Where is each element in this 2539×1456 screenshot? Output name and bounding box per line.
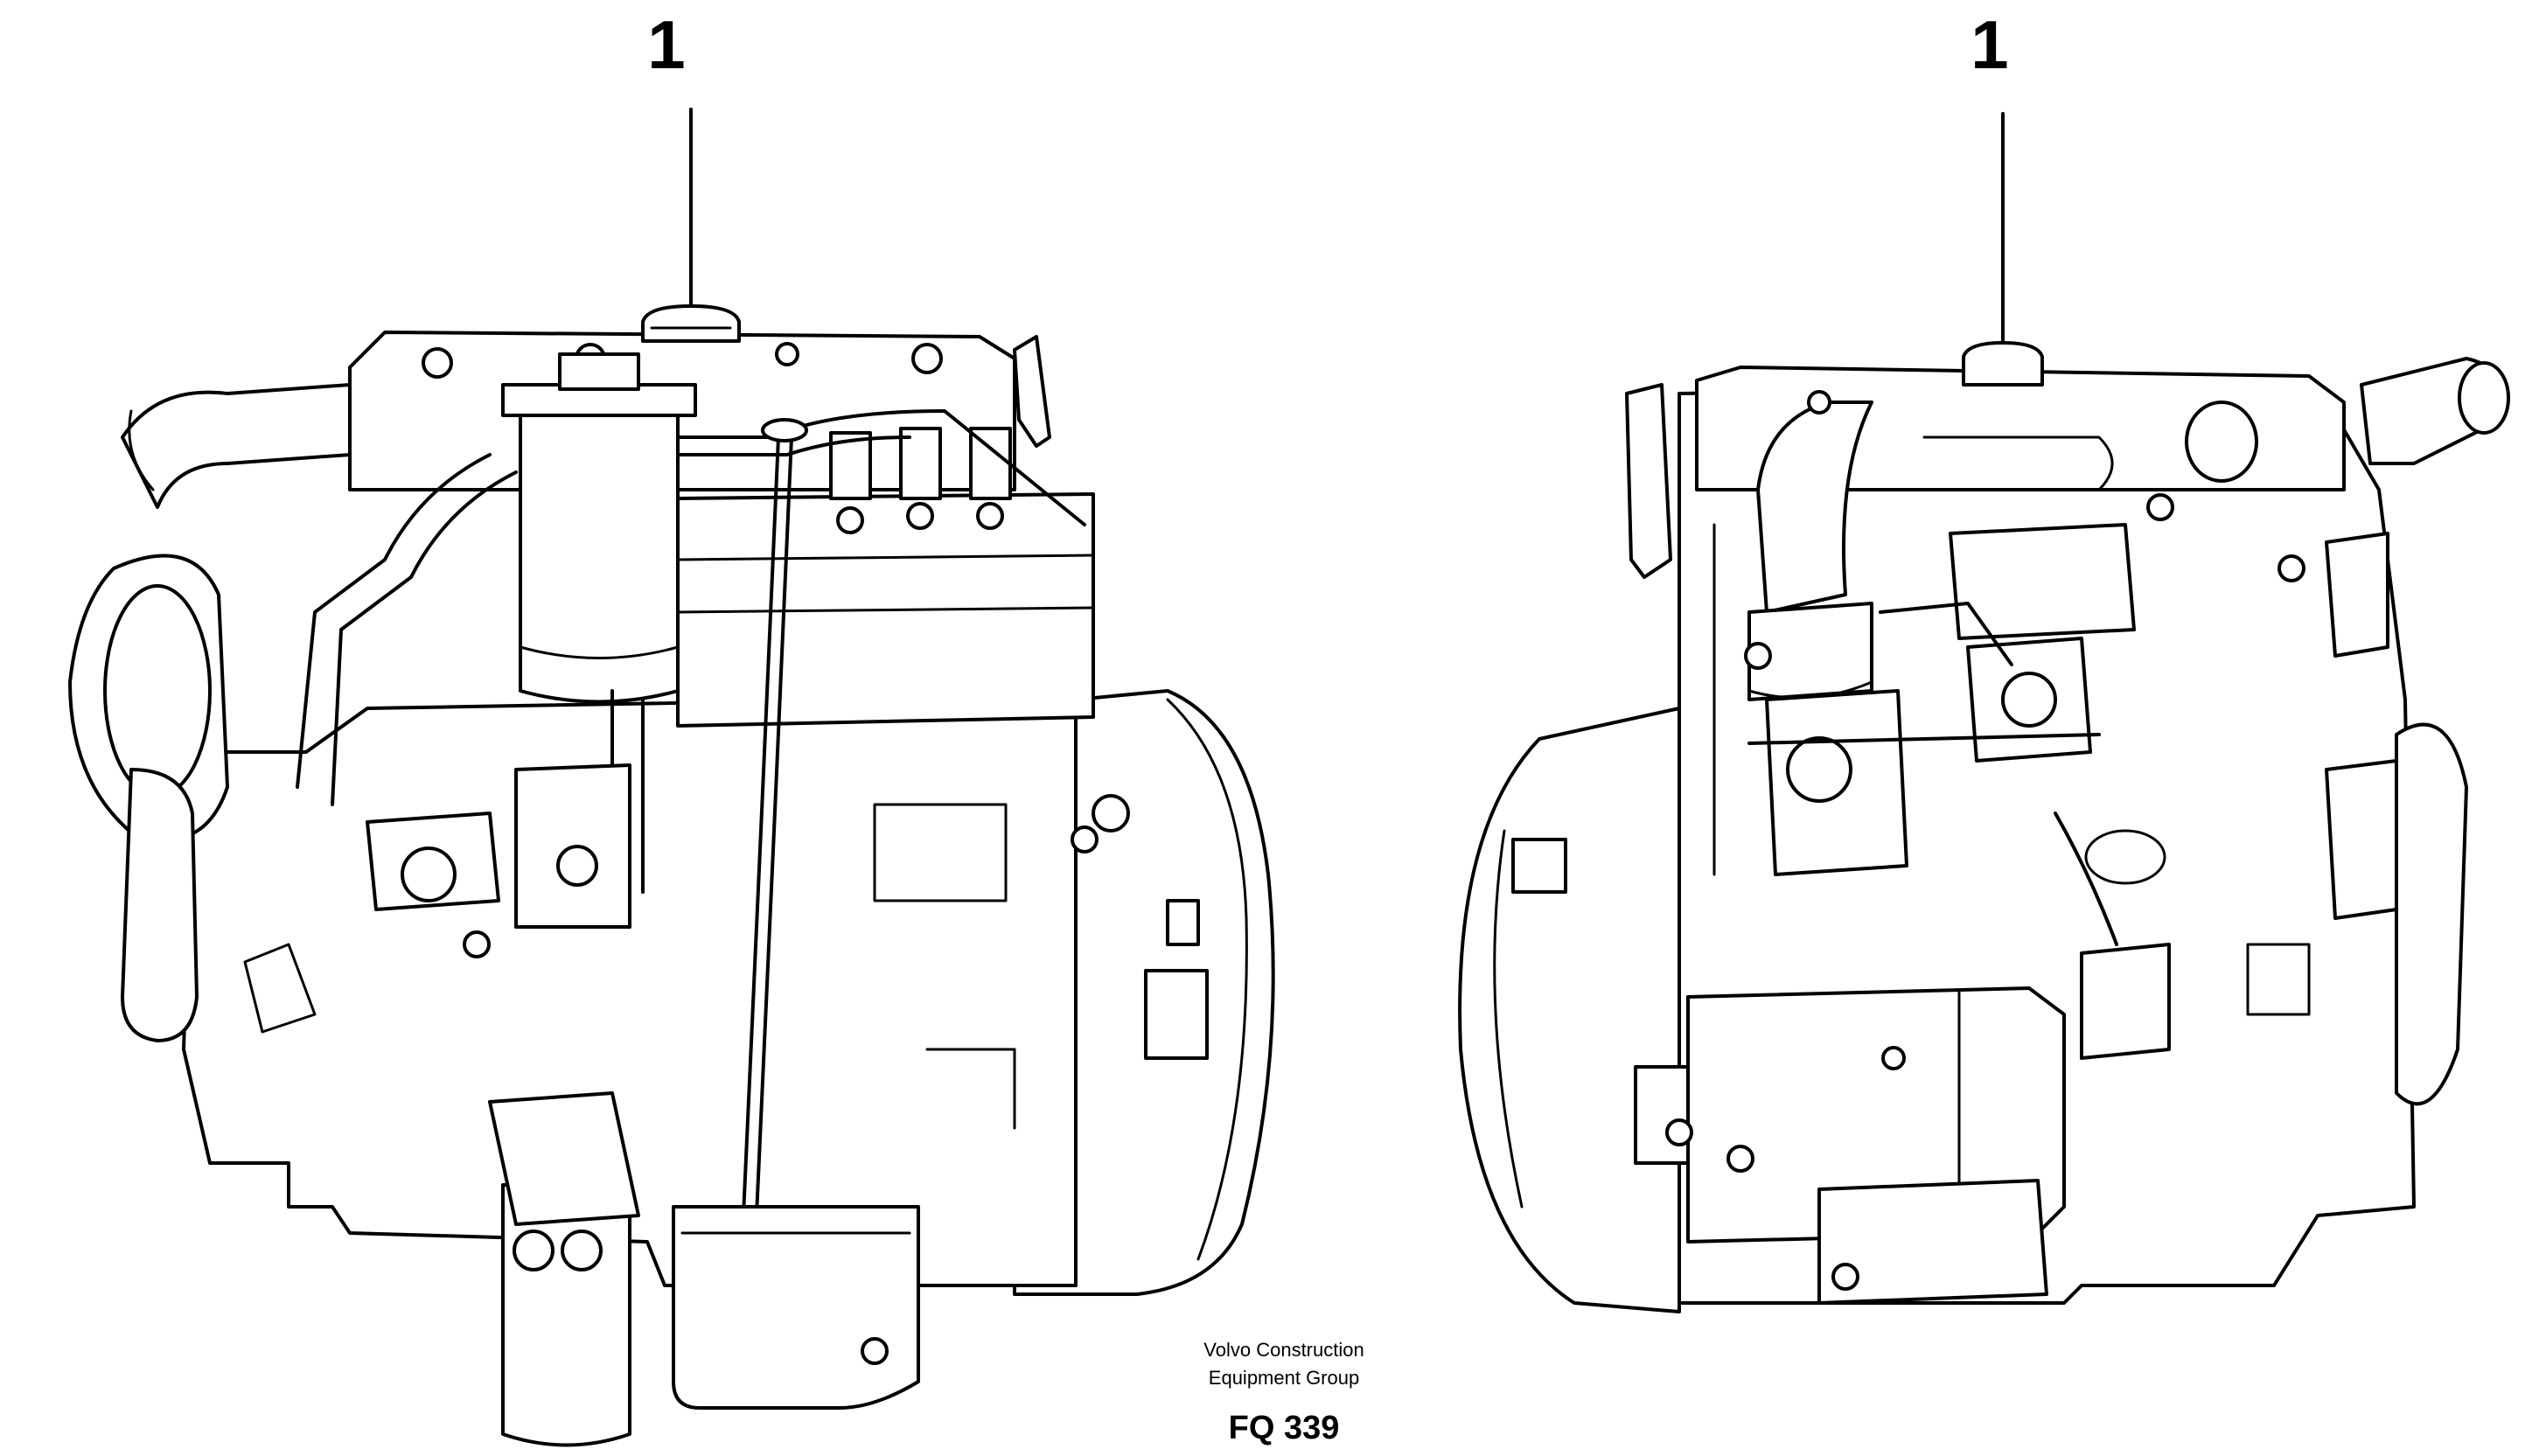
callout-number-right: 1 — [1971, 6, 2008, 83]
figure-code: FQ 339 — [1228, 1410, 1340, 1446]
oil-filler-cap-right — [1962, 341, 2044, 387]
oil-sump-left — [672, 1205, 920, 1410]
dipstick-left — [742, 435, 780, 1217]
turbo-pipe-right — [1756, 401, 1873, 614]
valve-cover-right — [1695, 366, 2346, 491]
engine-left-view: 1 — [68, 6, 1275, 1447]
credit-line-2: Equipment Group — [1208, 1367, 1360, 1389]
credit-line-1: Volvo Construction — [1203, 1339, 1364, 1361]
callout-number-left: 1 — [647, 6, 685, 83]
starter-motor-right — [1686, 986, 2066, 1244]
oil-filler-cap-left — [641, 304, 741, 343]
fuel-filter-left — [519, 409, 680, 704]
flywheel-housing-right — [1458, 707, 1681, 1313]
engine-right-view: 1 — [1458, 6, 2510, 1313]
